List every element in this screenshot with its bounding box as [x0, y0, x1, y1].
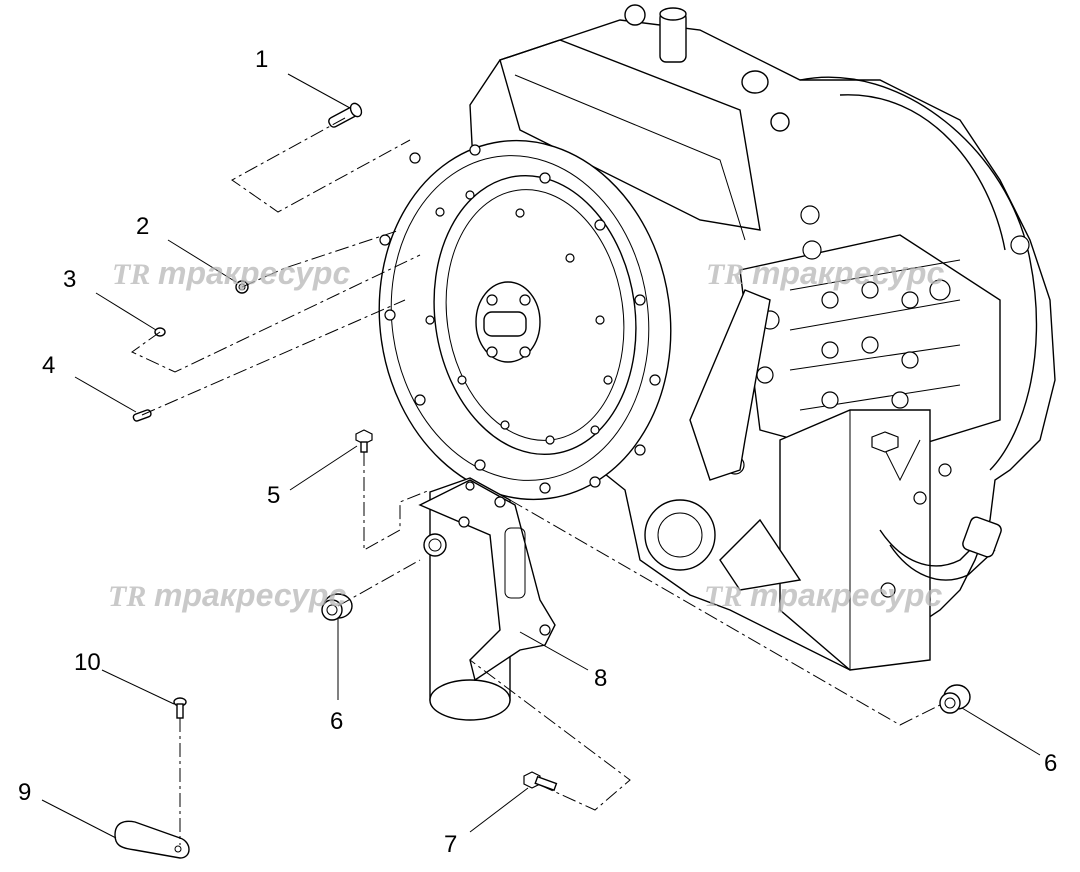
watermark-logo: TR [706, 258, 744, 291]
callout-7: 7 [444, 831, 457, 858]
watermark-text: тракресурс [752, 255, 944, 291]
watermark-text: тракресурс [158, 255, 350, 291]
part-4-bolt [132, 409, 152, 422]
callout-1: 1 [255, 46, 268, 73]
assembly-lines [131, 117, 941, 845]
part-8-filter-bracket [418, 477, 556, 721]
watermark-bottom-right: TR тракресурс [704, 577, 942, 613]
watermark-top-right: TR тракресурс [706, 255, 944, 291]
transmission-assembly [378, 4, 1056, 671]
callout-5: 5 [267, 482, 280, 509]
callout-6-right: 6 [1044, 750, 1057, 777]
watermark-text: тракресурс [154, 577, 346, 613]
watermark-bottom-left: TR тракресурс [108, 577, 346, 613]
callout-2: 2 [136, 213, 149, 240]
callout-9: 9 [18, 779, 31, 806]
part-5-bolt [355, 429, 373, 453]
part-10-bolt [173, 697, 187, 719]
watermark-text: тракресурс [750, 577, 942, 613]
watermark-logo: TR [704, 580, 742, 613]
watermark-logo: TR [112, 258, 150, 291]
flywheel-housing [378, 139, 672, 501]
part-6-plug-right [939, 684, 971, 714]
watermark-logo: TR [108, 580, 146, 613]
leader-lines [41, 73, 1041, 839]
callout-4: 4 [42, 352, 55, 379]
watermark-top-left: TR тракресурс [112, 255, 350, 291]
callout-10: 10 [74, 649, 101, 676]
callout-8: 8 [594, 665, 607, 692]
callout-6-left: 6 [330, 708, 343, 735]
part-7-bolt [523, 771, 558, 792]
part-9-clamp [114, 820, 190, 859]
callouts: 1 2 3 4 5 6 6 7 8 9 10 [18, 46, 1057, 858]
callout-3: 3 [63, 266, 76, 293]
part-1-pin [328, 102, 363, 128]
